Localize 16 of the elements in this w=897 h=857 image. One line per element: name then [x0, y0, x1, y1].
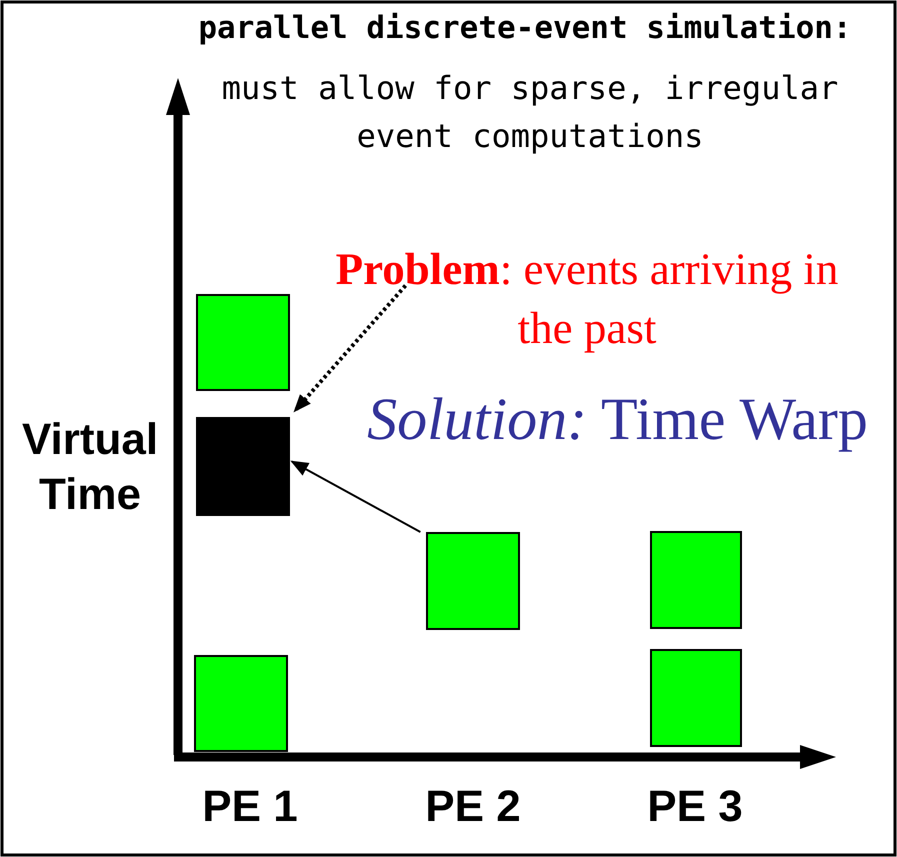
- axis-label: PE 2: [424, 782, 522, 832]
- event-box: [194, 655, 288, 752]
- title: parallel discrete-event simulation:: [197, 10, 853, 46]
- callout-text: Problem: events arriving in the past: [312, 240, 862, 360]
- axis-label: PE 1: [201, 782, 299, 832]
- dotted-arrow: [293, 284, 407, 412]
- event-box: [196, 417, 290, 516]
- event-box: [650, 649, 742, 747]
- axis-label: Virtual Time: [20, 414, 160, 521]
- arrow: [290, 460, 421, 533]
- event-box: [426, 532, 520, 630]
- event-box: [650, 531, 742, 629]
- event-box: [196, 294, 290, 391]
- subtitle: must allow for sparse, irregular event computations: [220, 68, 840, 157]
- axis-label: PE 3: [646, 782, 744, 832]
- solution-text: Solution: Time Warp: [366, 385, 869, 454]
